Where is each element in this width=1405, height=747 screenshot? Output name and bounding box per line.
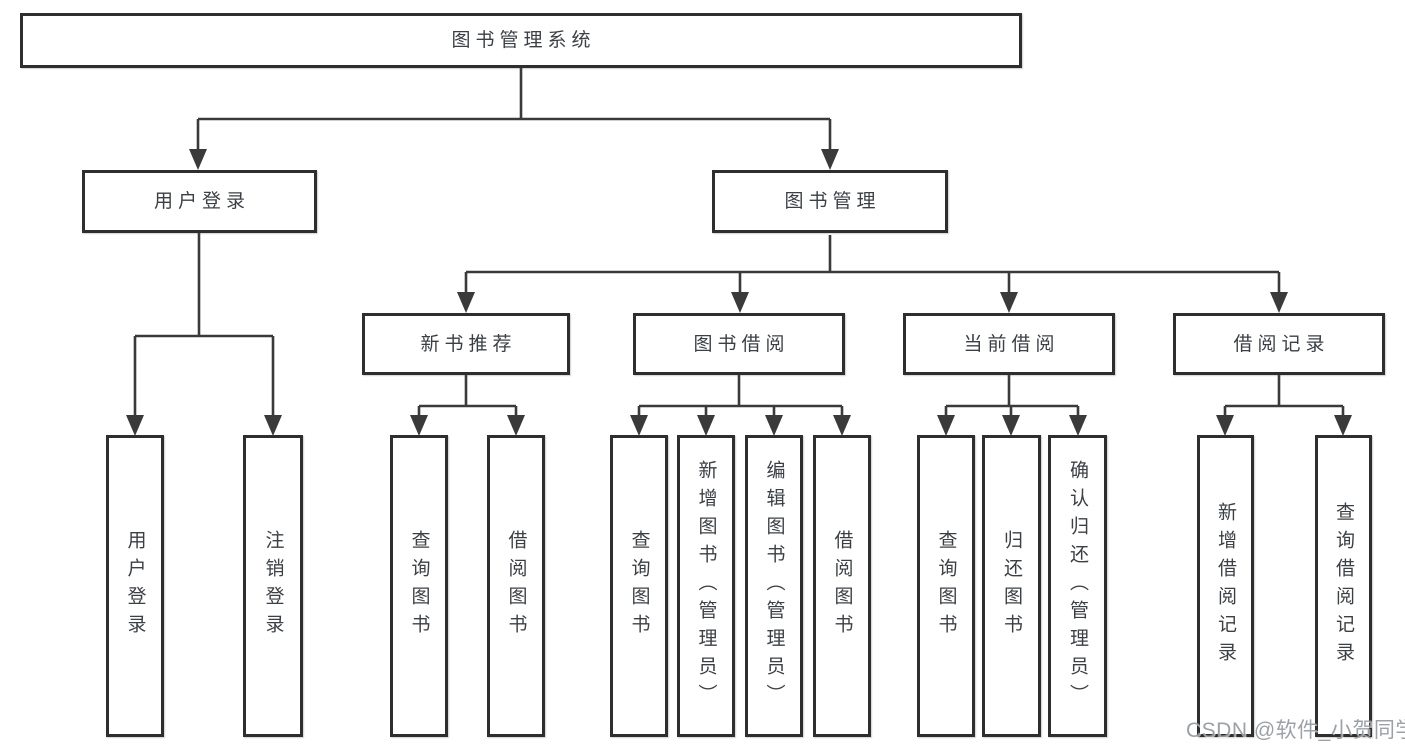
leaf-return-books: 归还图书 [982, 435, 1041, 737]
leaf-confirm-return-admin: 确认归还（管理员） [1048, 435, 1107, 737]
leaf-borrow-books-2: 借阅图书 [813, 435, 871, 737]
leaf-user-login: 用户登录 [106, 435, 164, 737]
node-new-book-recommend: 新书推荐 [362, 313, 570, 375]
node-book-borrow: 图书借阅 [633, 313, 845, 375]
leaf-query-books-2: 查询图书 [610, 435, 668, 737]
leaf-borrow-books-1: 借阅图书 [487, 435, 545, 737]
node-borrow-records: 借阅记录 [1173, 313, 1385, 375]
node-current-borrow: 当前借阅 [903, 313, 1115, 375]
leaf-add-books-admin: 新增图书（管理员） [677, 435, 735, 737]
leaf-query-books-1: 查询图书 [390, 435, 448, 737]
csdn-watermark: CSDN @软件_小贺同学 [1186, 719, 1405, 742]
leaf-edit-books-admin: 编辑图书（管理员） [745, 435, 803, 737]
node-book-management: 图书管理 [712, 170, 948, 233]
node-user-login: 用户登录 [82, 170, 317, 233]
leaf-query-books-3: 查询图书 [917, 435, 975, 737]
node-root: 图书管理系统 [20, 13, 1022, 68]
leaf-add-borrow-record: 新增借阅记录 [1197, 435, 1254, 737]
arrowheads [126, 149, 1352, 436]
leaf-logout: 注销登录 [243, 435, 303, 737]
leaf-query-borrow-record: 查询借阅记录 [1315, 435, 1372, 737]
